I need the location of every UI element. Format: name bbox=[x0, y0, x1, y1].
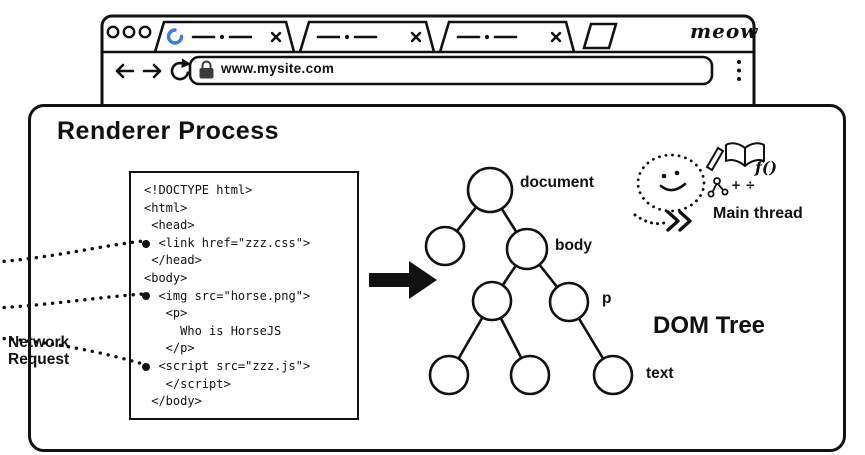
tab-outline[interactable] bbox=[298, 20, 436, 53]
tab-close-icon[interactable] bbox=[410, 31, 422, 43]
dom-tree-diagram bbox=[424, 166, 634, 396]
tab-title-placeholder bbox=[316, 34, 378, 40]
network-request-bullet bbox=[142, 362, 150, 371]
forward-button[interactable] bbox=[142, 63, 162, 79]
code-line-text: <script src="zzz.js"> bbox=[144, 358, 311, 373]
tab-title-placeholder bbox=[191, 34, 253, 40]
face-eye-icon bbox=[674, 170, 680, 176]
function-icon: f() bbox=[754, 158, 777, 177]
code-line: <img src="horse.png"> bbox=[142, 288, 351, 306]
code-line: <link href="zzz.css"> bbox=[142, 235, 351, 253]
main-thread-cluster: + ÷ f() bbox=[633, 142, 777, 232]
chevrons-right-icon bbox=[666, 210, 692, 232]
tree-node bbox=[428, 354, 470, 396]
code-line-text: <head> bbox=[144, 218, 195, 233]
reload-arrowhead-icon bbox=[181, 58, 191, 68]
browser-menu-button[interactable] bbox=[737, 60, 741, 81]
code-line-text: </script> bbox=[144, 376, 231, 391]
face-eye-icon bbox=[661, 173, 667, 179]
code-line: <head> bbox=[144, 217, 351, 235]
code-line-text: </head> bbox=[144, 253, 202, 268]
code-line-text: <link href="zzz.css"> bbox=[144, 235, 311, 250]
browser-brand: meow bbox=[690, 19, 759, 43]
task-figure-icon bbox=[707, 177, 729, 198]
reload-button[interactable] bbox=[170, 58, 191, 81]
dotted-arrow-tail bbox=[633, 213, 666, 226]
face-smile-icon bbox=[659, 182, 687, 192]
tree-node-text bbox=[592, 354, 634, 396]
book-icon bbox=[725, 142, 765, 167]
math-symbols-icon: + ÷ bbox=[731, 178, 755, 192]
tree-label-text: text bbox=[646, 365, 674, 382]
code-line: <script src="zzz.js"> bbox=[142, 358, 351, 376]
code-line: </script> bbox=[144, 376, 351, 394]
renderer-process-title: Renderer Process bbox=[57, 117, 280, 145]
window-controls[interactable] bbox=[106, 25, 152, 39]
tab-active[interactable] bbox=[153, 20, 296, 53]
tab-background-2[interactable] bbox=[438, 20, 576, 53]
dom-tree-caption: DOM Tree bbox=[653, 312, 766, 339]
network-request-line1: Network bbox=[8, 334, 70, 351]
lock-icon bbox=[199, 60, 214, 79]
tree-nodes bbox=[424, 166, 634, 396]
window-control-dot[interactable] bbox=[106, 25, 120, 39]
tree-node bbox=[509, 354, 551, 396]
network-request-line2: Request bbox=[8, 351, 70, 368]
main-thread-face-outline bbox=[636, 153, 706, 213]
browser-chrome bbox=[100, 14, 756, 114]
tab-outline[interactable] bbox=[153, 20, 296, 53]
back-button[interactable] bbox=[115, 63, 135, 79]
tree-label-p: p bbox=[602, 290, 612, 307]
network-request-bullet bbox=[142, 292, 150, 301]
tree-node-body bbox=[505, 227, 549, 271]
pencil-icon bbox=[705, 146, 725, 172]
code-line-text: <p> bbox=[144, 306, 188, 321]
tree-node bbox=[471, 280, 513, 322]
network-request-label: Network Request bbox=[8, 334, 69, 368]
code-line-text: </body> bbox=[144, 394, 202, 409]
tree-edges bbox=[443, 189, 615, 376]
code-line: <body> bbox=[144, 270, 351, 288]
address-bar-url[interactable]: www.mysite.com bbox=[221, 61, 335, 76]
code-line: </head> bbox=[144, 252, 351, 270]
tab-close-icon[interactable] bbox=[270, 31, 282, 43]
window-control-dot[interactable] bbox=[138, 25, 152, 39]
window-control-dot[interactable] bbox=[122, 25, 136, 39]
tree-node bbox=[424, 225, 466, 267]
code-line-text: <html> bbox=[144, 200, 188, 215]
code-line-text: <body> bbox=[144, 270, 188, 285]
code-line: <html> bbox=[144, 200, 351, 218]
network-request-bullet bbox=[142, 239, 150, 248]
address-bar[interactable] bbox=[188, 55, 714, 86]
tab-close-icon[interactable] bbox=[550, 31, 562, 43]
code-line: <p> bbox=[144, 305, 351, 323]
tree-node-document bbox=[466, 166, 514, 214]
code-line: <!DOCTYPE html> bbox=[144, 182, 351, 200]
transform-arrow-icon bbox=[369, 261, 437, 299]
code-line-text: <!DOCTYPE html> bbox=[144, 183, 253, 197]
browser-window-frame bbox=[100, 14, 756, 114]
renderer-process-panel: Renderer Process <!DOCTYPE html> <html> <… bbox=[28, 104, 846, 452]
main-thread-caption: Main thread bbox=[713, 205, 803, 222]
reload-icon bbox=[170, 61, 190, 81]
tree-label-body: body bbox=[555, 237, 593, 254]
tree-label-document: document bbox=[520, 174, 595, 191]
code-line: Who is HorseJS bbox=[144, 323, 351, 341]
code-line-text: Who is HorseJS bbox=[144, 323, 282, 338]
code-line-text: <img src="horse.png"> bbox=[144, 288, 311, 303]
loading-spinner-icon bbox=[166, 28, 184, 45]
tab-title-placeholder bbox=[456, 34, 518, 40]
code-line-text: </p> bbox=[144, 341, 195, 356]
code-line: </body> bbox=[144, 393, 351, 411]
new-tab-button[interactable] bbox=[582, 22, 618, 50]
browser-window: meow www.mysite.com bbox=[100, 14, 759, 114]
tab-outline[interactable] bbox=[438, 20, 576, 53]
code-line: </p> bbox=[144, 340, 351, 358]
tab-background-1[interactable] bbox=[298, 20, 436, 53]
html-source-code: <!DOCTYPE html> <html> <head> <link href=… bbox=[129, 171, 359, 420]
tree-node-p bbox=[548, 281, 590, 323]
